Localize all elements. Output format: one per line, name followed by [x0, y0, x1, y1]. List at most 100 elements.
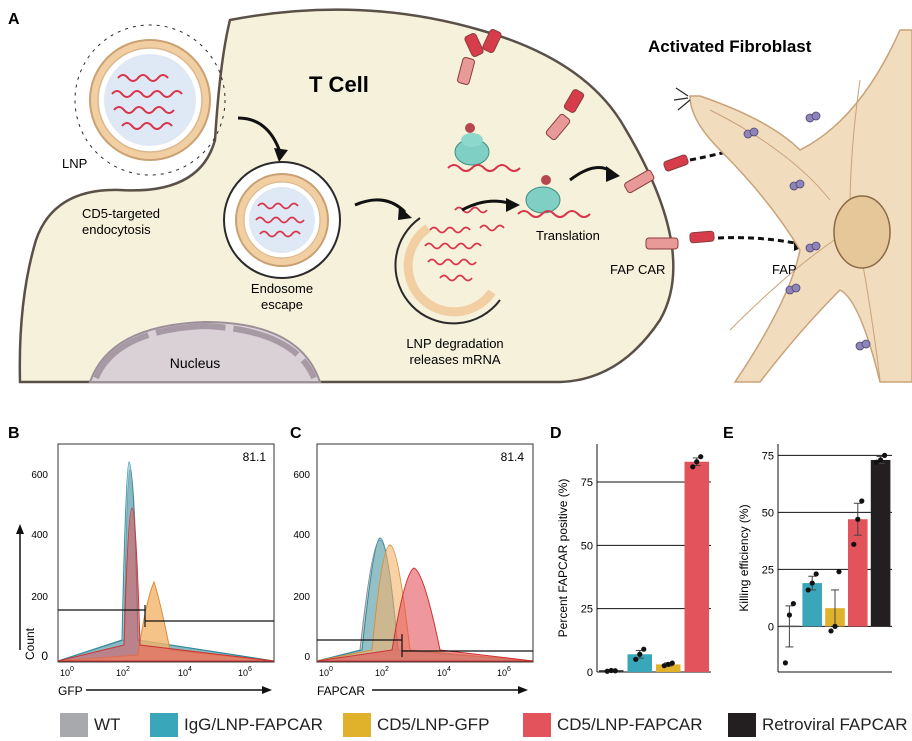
svg-text:0: 0: [329, 666, 333, 673]
chart-e-bar-4: [870, 459, 891, 627]
chart-e-point-0-2: [790, 601, 797, 607]
chart-d-point-1-2: [641, 646, 647, 652]
t-cell-label: T Cell: [309, 72, 369, 97]
chart-d-point-0-0: [604, 668, 610, 674]
arrow-head-2: [398, 206, 412, 220]
ribosome-top: [447, 123, 521, 172]
legend-swatch-retroviral: [728, 713, 756, 737]
flow-b-gate-value: 81.1: [243, 450, 267, 464]
endosome-label-1: Endosome: [251, 281, 313, 296]
svg-text:10: 10: [497, 668, 507, 678]
svg-text:10: 10: [178, 668, 188, 678]
flow-c-ytick-0: 0: [304, 652, 310, 663]
flow-b-ytick-600: 600: [31, 470, 48, 481]
lnp-degradation-label-2: releases mRNA: [409, 352, 500, 367]
flow-b-cd5-fapcar: [57, 507, 275, 662]
chart-e-point-3-1: [855, 516, 861, 522]
svg-text:10: 10: [319, 668, 329, 678]
nucleus-label: Nucleus: [170, 355, 221, 371]
svg-text:4: 4: [447, 666, 451, 673]
flow-c-ytick-400: 400: [293, 530, 310, 541]
lnp-label: LNP: [62, 156, 87, 171]
cd5-endocytosis-label-1: CD5-targeted: [82, 206, 160, 221]
flow-c-frame: [316, 443, 534, 663]
svg-text:10: 10: [437, 668, 447, 678]
flow-c-ytick-200: 200: [293, 592, 310, 603]
chart-e-point-2-1: [832, 623, 838, 630]
legend-item-retroviral: Retroviral FAPCAR: [728, 713, 907, 737]
chart-d: 0 25 50 75 Percent FAPCAR positive (%): [556, 444, 711, 679]
lnp-degradation-label-1: LNP degradation: [406, 336, 503, 351]
translation-label: Translation: [536, 228, 600, 243]
chart-d-point-1-1: [637, 651, 643, 657]
chart-d-point-3-2: [698, 454, 704, 460]
svg-text:10: 10: [60, 668, 70, 678]
legend-label-cd5-fapcar: CD5/LNP-FAPCAR: [557, 715, 703, 734]
flow-b-frame: [57, 443, 275, 663]
flow-b-ytick-400: 400: [31, 530, 48, 541]
endosome-label-2: escape: [261, 297, 303, 312]
chart-d-ylabel: Percent FAPCAR positive (%): [556, 479, 570, 638]
legend-label-igg: IgG/LNP-FAPCAR: [184, 715, 323, 734]
chart-d-ytick-3: 75: [581, 477, 593, 489]
arrow-head-4: [606, 166, 620, 182]
chart-d-ytick-2: 50: [581, 540, 593, 552]
chart-e-point-0-0: [782, 660, 789, 666]
flow-b-ytick-0: 0: [41, 649, 48, 663]
flow-b-xlabel: GFP: [58, 684, 83, 698]
chart-e-point-4-0: [874, 459, 880, 465]
svg-text:0: 0: [70, 666, 74, 673]
arrow-head-3: [506, 198, 520, 212]
fibroblast-label: Activated Fibroblast: [648, 37, 812, 56]
chart-d-point-2-1: [665, 661, 671, 668]
chart-d-point-3-1: [694, 459, 700, 465]
chart-d-ytick-0: 0: [587, 667, 593, 679]
legend-item-cd5-fapcar: CD5/LNP-FAPCAR: [523, 713, 702, 737]
chart-e-point-4-1: [878, 457, 884, 463]
panel-letter-b: B: [8, 425, 20, 442]
car-molecules: [457, 28, 715, 250]
arrow-head-1: [274, 148, 288, 162]
flow-c-gate-value: 81.4: [501, 450, 525, 464]
chart-e-point-3-2: [859, 498, 865, 504]
cd5-endocytosis-label-2: endocytosis: [82, 222, 151, 237]
chart-e-ylabel: Killing efficiency (%): [737, 504, 751, 611]
legend-item-igg: IgG/LNP-FAPCAR: [150, 713, 323, 737]
chart-d-point-0-2: [612, 668, 618, 674]
chart-e-ytick-3: 75: [762, 450, 774, 462]
fap-proteins: [743, 111, 871, 351]
svg-text:10: 10: [375, 668, 385, 678]
legend-swatch-cd5-gfp: [343, 713, 371, 737]
flow-c-cd5-fapcar: [316, 567, 534, 662]
degraded-lnp: [394, 206, 505, 325]
flow-c-ytick-600: 600: [293, 470, 310, 481]
arrow-car-binding-1: [689, 146, 743, 162]
chart-e-point-0-1: [786, 612, 793, 618]
svg-text:4: 4: [188, 666, 192, 673]
legend-item-wt: WT: [60, 713, 120, 737]
svg-text:2: 2: [385, 666, 389, 673]
chart-d-ytick-1: 25: [581, 604, 593, 616]
flow-c-xlabel: FAPCAR: [317, 684, 365, 698]
svg-text:10: 10: [238, 668, 248, 678]
fap-car-label: FAP CAR: [610, 262, 665, 277]
legend-swatch-cd5-fapcar: [523, 713, 551, 737]
chart-e-ytick-1: 25: [762, 564, 774, 576]
panel-letter-d: D: [550, 425, 562, 442]
fibroblast: [673, 29, 912, 383]
flow-b-ytick-200: 200: [31, 592, 48, 603]
legend-label-wt: WT: [94, 715, 121, 734]
chart-d-point-2-2: [669, 660, 675, 666]
chart-e-point-1-1: [809, 580, 815, 586]
panel-a: A Nucleus LNP CD5-targeted endocytosis: [8, 8, 912, 384]
legend-swatch-igg: [150, 713, 178, 737]
svg-text:6: 6: [507, 666, 511, 673]
chart-e-ytick-2: 50: [762, 507, 774, 519]
arrow-endocytosis: [237, 116, 282, 153]
flow-b-cd5-gfp: [57, 580, 275, 662]
legend: WT IgG/LNP-FAPCAR CD5/LNP-GFP CD5/LNP-FA…: [0, 707, 912, 737]
flow-b-ylabel: Count: [23, 627, 37, 660]
